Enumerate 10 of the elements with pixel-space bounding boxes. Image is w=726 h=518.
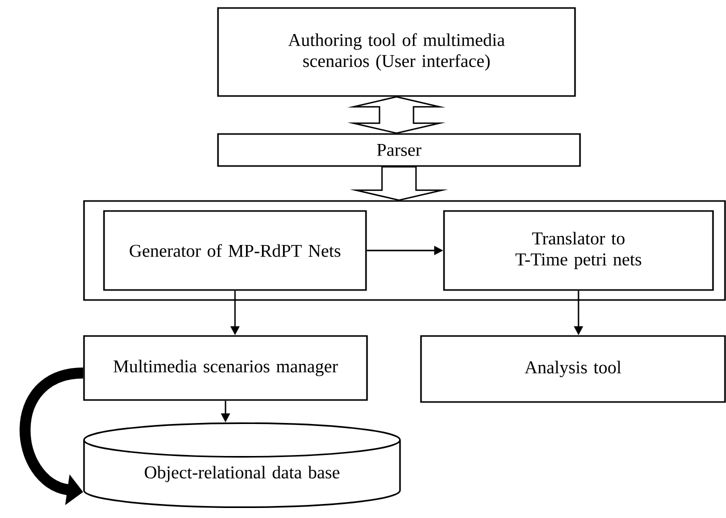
process-box: Multimedia scenarios manager: [83, 335, 368, 401]
process-box: Parser: [217, 133, 581, 167]
container-box: [83, 200, 726, 301]
process-box: Authoring tool of multimedia scenarios (User interface): [217, 7, 576, 97]
block-arrow: [347, 96, 446, 134]
block-arrow: [350, 166, 448, 201]
process-box: Generator of MP-RdPT Nets: [103, 210, 367, 291]
process-box: Analysis tool: [420, 335, 726, 403]
process-box: Translator to T-Time petri nets: [443, 210, 714, 291]
database-cylinder: Object-relational data base: [83, 422, 401, 508]
